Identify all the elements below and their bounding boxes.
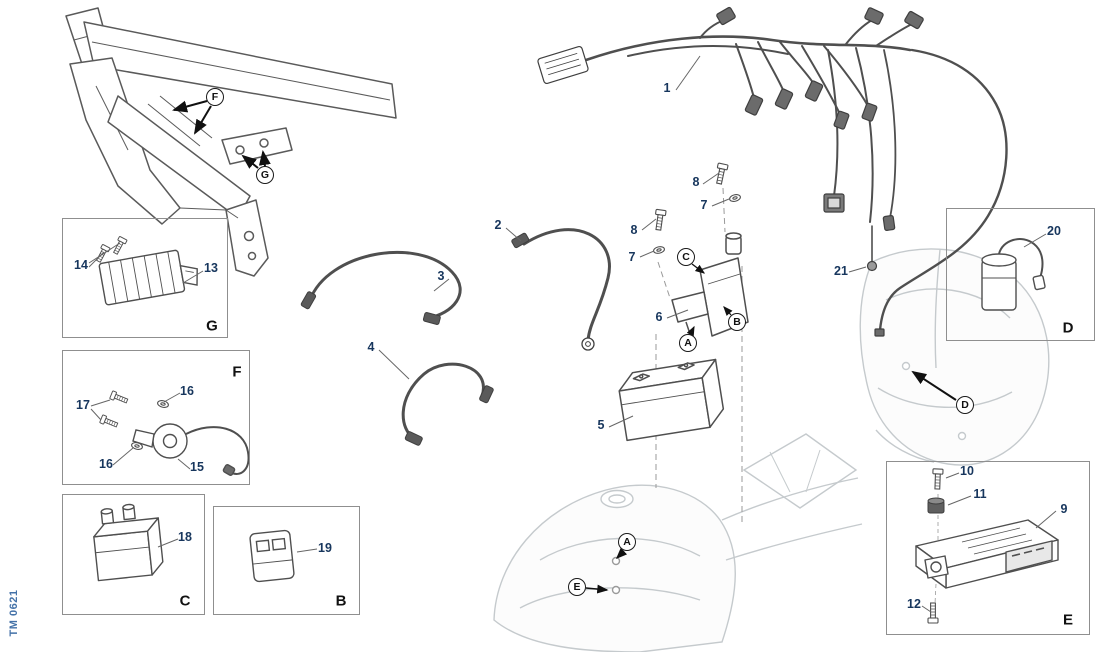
detail-box-label-G: G (206, 317, 218, 335)
callout-7b: 7 (628, 249, 636, 264)
leader-lines (88, 55, 1057, 613)
relay-connector-art (249, 529, 295, 583)
ref-letter-A-bracket: A (679, 334, 697, 352)
callout-16a: 16 (180, 383, 194, 398)
callout-1: 1 (663, 80, 671, 95)
wiring-harness-art (584, 19, 1008, 332)
detail-box-F (62, 350, 250, 485)
callout-20: 20 (1047, 223, 1061, 238)
callout-11: 11 (973, 486, 987, 501)
callout-14: 14 (74, 257, 88, 272)
callout-3: 3 (437, 268, 445, 283)
harness-connectors-art (537, 6, 924, 337)
ref-letter-F-frame: F (206, 88, 224, 106)
callout-19: 19 (318, 540, 332, 555)
callout-13: 13 (204, 260, 218, 275)
callout-5: 5 (597, 417, 605, 432)
detail-box-label-F: F (232, 363, 242, 381)
grommet-11-icon (927, 497, 945, 514)
ref-letter-C-bracket: C (677, 248, 695, 266)
callout-17: 17 (76, 397, 90, 412)
ref-letter-G-frame: G (256, 166, 274, 184)
callout-2: 2 (494, 217, 502, 232)
callout-9: 9 (1060, 501, 1068, 516)
ref-arrows (172, 100, 957, 594)
callout-7a: 7 (700, 197, 708, 212)
detail-box-label-C: C (179, 592, 191, 610)
starter-relay-art (93, 503, 164, 582)
callout-12: 12 (907, 596, 921, 611)
callout-8a: 8 (692, 174, 700, 189)
detail-box-D (946, 208, 1095, 341)
callout-16b: 16 (99, 456, 113, 471)
washer-7a-icon (728, 193, 742, 203)
washer-7b-icon (652, 245, 666, 255)
screw-8a-icon (713, 162, 729, 186)
detail-box-label-E: E (1062, 611, 1074, 629)
ref-letter-B-bracket: B (728, 313, 746, 331)
detail-box-B (213, 506, 360, 615)
doc-code: TM 0621 (8, 589, 20, 637)
horn-sensor-art (132, 423, 250, 476)
fuel-tank-faded-art (493, 433, 863, 652)
detail-box-E (886, 461, 1090, 635)
callout-18: 18 (178, 529, 192, 544)
callout-10: 10 (960, 463, 974, 478)
frame-art (65, 7, 397, 277)
detail-box-label-B: B (335, 592, 347, 610)
cable-art (308, 228, 611, 440)
detail-box-G (62, 218, 228, 338)
coil-art (981, 238, 1046, 311)
regulator-art (98, 249, 198, 306)
callout-8b: 8 (630, 222, 638, 237)
detail-box-C (62, 494, 205, 615)
callout-6: 6 (655, 309, 663, 324)
ecu-art (915, 519, 1059, 589)
ref-letter-E-tank: E (568, 578, 586, 596)
ref-letter-A-tank: A (618, 533, 636, 551)
callout-15: 15 (190, 459, 204, 474)
callout-4: 4 (367, 339, 375, 354)
battery-art (618, 358, 725, 442)
callout-21: 21 (834, 263, 848, 278)
detail-box-label-D: D (1062, 319, 1074, 337)
ref-letter-D-bike: D (956, 396, 974, 414)
